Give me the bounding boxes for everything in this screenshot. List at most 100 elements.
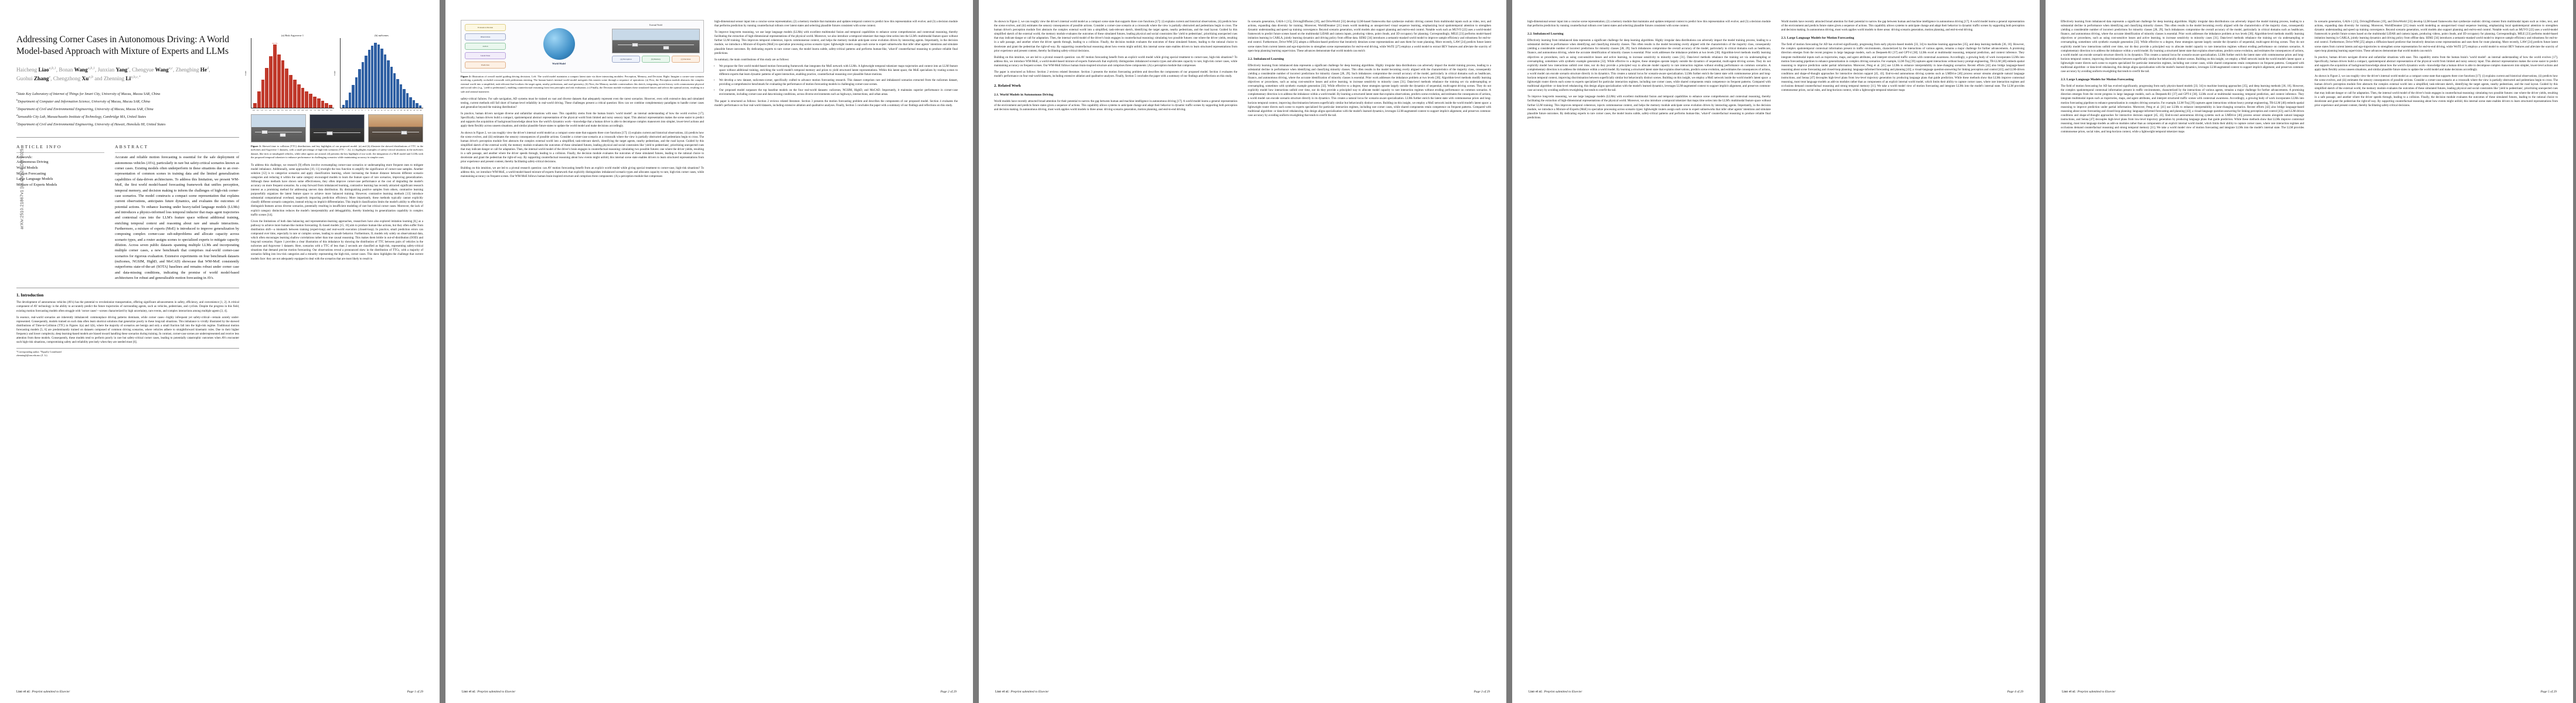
paragraph: In scenario generation, GAIA-1 [15], Dri… [2315, 21, 2558, 53]
bar [305, 91, 309, 108]
bar [352, 84, 355, 108]
x-tick-label: 6.5 [305, 109, 308, 111]
figure-2-caption: Figure 2: Illustration of overall model … [461, 75, 704, 94]
keyword-item: Motion Forecasting [16, 171, 46, 176]
paragraph: In summary, the main contributions of th… [714, 58, 790, 62]
x-tick-label: 7.5 [314, 109, 317, 111]
prediction-box: Prediction [465, 62, 506, 69]
x-tick-label: 0.0 [253, 109, 255, 111]
footer-note: Preprint submitted to Elsevier [1010, 690, 1049, 694]
paragraph: World models have recently attracted bro… [1781, 21, 2024, 32]
x-tick-label: 6 [361, 109, 363, 111]
x-tick-label: 4.5 [289, 109, 292, 111]
bar [355, 77, 358, 108]
page-5[interactable]: Effectively learning from imbalanced dat… [2046, 0, 2573, 703]
x-tick-label: 21 [410, 109, 412, 111]
paragraph: high-dimensional sensor input into a con… [714, 21, 958, 28]
external-world-label: External World [649, 24, 662, 26]
bar [412, 100, 416, 108]
y-axis-label: Count [334, 70, 336, 76]
external-world-scene [612, 29, 700, 53]
article-info-column: ARTICLE INFO Keywords: Autonomous Drivin… [16, 141, 104, 284]
decision-box: (c) Decision [672, 56, 700, 63]
x-tick-label: 2.5 [273, 109, 275, 111]
bar [345, 100, 348, 108]
x-tick-label: 24 [420, 109, 422, 111]
keyword-item: Large Language Models [16, 177, 53, 182]
bar [285, 69, 289, 108]
footer-author: Liao et al.: [2062, 690, 2077, 694]
author-line-1: Haicheng Liaoa,b,1, Bonan Wanga,b,1, Jun… [16, 66, 210, 73]
world-model-label: World Model [552, 62, 566, 65]
action-box: Action [465, 43, 506, 50]
page-3[interactable]: As shown in Figure 2, we can roughly vie… [979, 0, 1506, 703]
figure-2: Evaluation Module Observation Action Lat… [461, 20, 704, 94]
bar [409, 97, 412, 108]
divider-abstract [115, 152, 239, 153]
bar [309, 94, 312, 108]
bar [387, 60, 390, 108]
bar [358, 69, 361, 108]
paragraph: World models have recently attracted bro… [994, 100, 1237, 111]
page-2[interactable]: Evaluation Module Observation Action Lat… [445, 0, 973, 703]
keyword-item: Mixture of Experts Models [16, 182, 57, 187]
abstract-column: ABSTRACT Accurate and reliable motion fo… [115, 141, 239, 284]
contribution-item: Our proposed model surpasses the top bas… [719, 88, 958, 97]
bar [289, 75, 292, 108]
page-4-number: Page 4 of 29 [2007, 690, 2023, 694]
bar [301, 88, 305, 108]
author-list: Haicheng Liaoa,b,1, Bonan Wanga,b,1, Jun… [16, 66, 239, 83]
affiliations: aState Key Laboratory of Internet of Thi… [16, 90, 239, 128]
paragraph: The paper is structured as follows: Sect… [994, 71, 1237, 79]
paragraph: The field of motion forecasting for AD h… [1781, 43, 2024, 93]
divider-top [16, 137, 239, 138]
x-tick-label: 5.5 [297, 109, 300, 111]
page-3-number: Page 3 of 29 [1474, 690, 1490, 694]
email-note: zhenningli@um.edu.mo (Z. Li) [16, 354, 47, 357]
keywords-label: Keywords: [16, 155, 33, 160]
affiliation-item: dSenseable City Lab, Massachusetts Insti… [16, 113, 147, 119]
footer-author: Liao et al.: [1529, 690, 1543, 694]
bar [329, 105, 332, 108]
page-1[interactable]: arXiv:2510.21867v1 [cs.CV] 24 Oct 2025 A… [0, 0, 440, 703]
paragraph: high-dimensional sensor input into a con… [1527, 21, 1771, 28]
page-4-col-1: high-dimensional sensor input into a con… [1527, 20, 1771, 120]
divider-info [16, 152, 104, 153]
paragraph: In essence, real-world scenarios are inh… [16, 316, 239, 344]
x-tick-label: 7 [365, 109, 366, 111]
perception-box: (a) Perception [612, 56, 640, 63]
figure-1-caption: Figure 1: Skewed time to collision (TTC)… [251, 145, 423, 160]
paragraph: Given the limitations of both data balan… [251, 220, 423, 261]
affiliation-item: eDepartment of Civil and Environmental E… [16, 121, 166, 127]
scene-photo-a [251, 114, 306, 142]
evaluation-module-box: Evaluation Module [465, 24, 506, 31]
bar [277, 54, 281, 108]
keyword-item: World Models [16, 166, 38, 170]
page-title: Addressing Corner Cases in Autonomous Dr… [16, 35, 229, 57]
keyword-item: Autonomous Driving [16, 160, 49, 165]
page-2-col-1: safety-critical failures. For safe navig… [461, 97, 704, 179]
paragraph: Effectively learning from imbalanced dat… [1527, 39, 1771, 93]
article-info-heading: ARTICLE INFO [16, 144, 62, 150]
x-tick-label: 5 [358, 109, 359, 111]
affiliation-item: bDepartment of Computer and Information … [16, 98, 151, 104]
x-tick-label: 14 [387, 109, 389, 111]
section-2-1-heading: 2.1. World Models in Autonomous Driving [994, 93, 1054, 97]
page-1-footer: Liao et al.: Preprint submitted to Elsev… [0, 690, 440, 694]
bar [317, 98, 321, 108]
chart-title: (a) Risk Argoverse 1 [281, 34, 304, 37]
x-tick-label: 6.0 [301, 109, 304, 111]
x-tick-label: 22 [413, 109, 416, 111]
abstract-paragraph: Accurate and reliable motion forecasting… [115, 156, 239, 281]
x-tick-label: 3.0 [277, 109, 280, 111]
section-2-3-heading: 2.3. Large Language Models for Motion Fo… [1781, 36, 1854, 40]
paragraph: To improve long-term reasoning, we use l… [714, 31, 958, 55]
page-5-footer: Liao et al.: Preprint submitted to Elsev… [2046, 690, 2573, 694]
arxiv-stamp: arXiv:2510.21867v1 [cs.CV] 24 Oct 2025 [19, 148, 25, 230]
bar [393, 73, 396, 108]
page-4[interactable]: high-dimensional sensor input into a con… [1512, 0, 2040, 703]
page-5-col-2: In scenario generation, GAIA-1 [15], Dri… [2315, 20, 2558, 108]
